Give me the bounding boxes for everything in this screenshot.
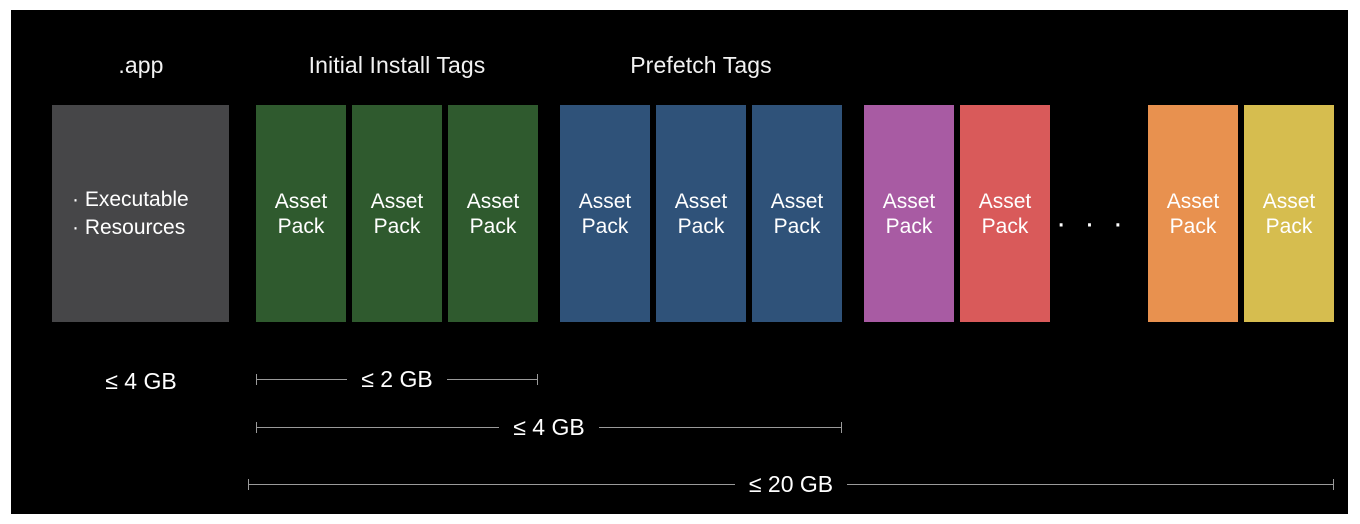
measure-initial-plus-prefetch-size-label: ≤ 4 GB [513, 414, 585, 440]
measure-initial-plus-prefetch-size: ≤ 4 GB [256, 414, 843, 440]
asset-pack-box: Asset Pack [256, 105, 346, 322]
asset-pack-box: Asset Pack [960, 105, 1050, 322]
asset-pack-label: Asset Pack [1166, 189, 1220, 238]
group-label-prefetch-tags: Prefetch Tags [630, 52, 772, 78]
asset-pack-box: Asset Pack [448, 105, 538, 322]
asset-pack-label: Asset Pack [578, 189, 632, 238]
measure-rule-right [598, 421, 843, 433]
asset-pack-box: Asset Pack [560, 105, 650, 322]
measure-rule-right [446, 373, 539, 385]
measure-rule-left [256, 421, 500, 433]
slide-canvas: .app Initial Install Tags Prefetch Tags … [11, 10, 1348, 514]
asset-pack-box: Asset Pack [1244, 105, 1334, 322]
measure-total-on-demand-size-label: ≤ 20 GB [748, 471, 834, 497]
asset-pack-label: Asset Pack [674, 189, 728, 238]
asset-pack-label: Asset Pack [274, 189, 328, 238]
measure-rule-left [248, 478, 735, 490]
app-bullet-executable: · Executable [72, 187, 189, 211]
asset-pack-label: Asset Pack [882, 189, 936, 238]
app-bullet-resources: · Resources [72, 215, 186, 239]
measure-total-on-demand-size: ≤ 20 GB [248, 471, 1334, 497]
asset-pack-box: Asset Pack [1148, 105, 1238, 322]
measure-initial-install-size: ≤ 2 GB [256, 366, 539, 392]
asset-pack-label: Asset Pack [978, 189, 1032, 238]
asset-pack-box: Asset Pack [752, 105, 842, 322]
asset-pack-label: Asset Pack [370, 189, 424, 238]
group-label-app: .app [118, 52, 164, 78]
ellipsis-more-packs: · · · [1056, 207, 1128, 240]
measure-rule-right [847, 478, 1334, 490]
app-bundle-box: · Executable · Resources [52, 105, 229, 322]
asset-pack-box: Asset Pack [656, 105, 746, 322]
asset-pack-label: Asset Pack [770, 189, 824, 238]
group-label-initial-install-tags: Initial Install Tags [308, 52, 486, 78]
asset-pack-box: Asset Pack [864, 105, 954, 322]
asset-pack-box: Asset Pack [352, 105, 442, 322]
asset-pack-label: Asset Pack [1262, 189, 1316, 238]
measure-initial-install-size-label: ≤ 2 GB [361, 366, 433, 392]
measure-app-size-label: ≤ 4 GB [105, 368, 177, 394]
asset-pack-label: Asset Pack [466, 189, 520, 238]
measure-rule-left [256, 373, 348, 385]
